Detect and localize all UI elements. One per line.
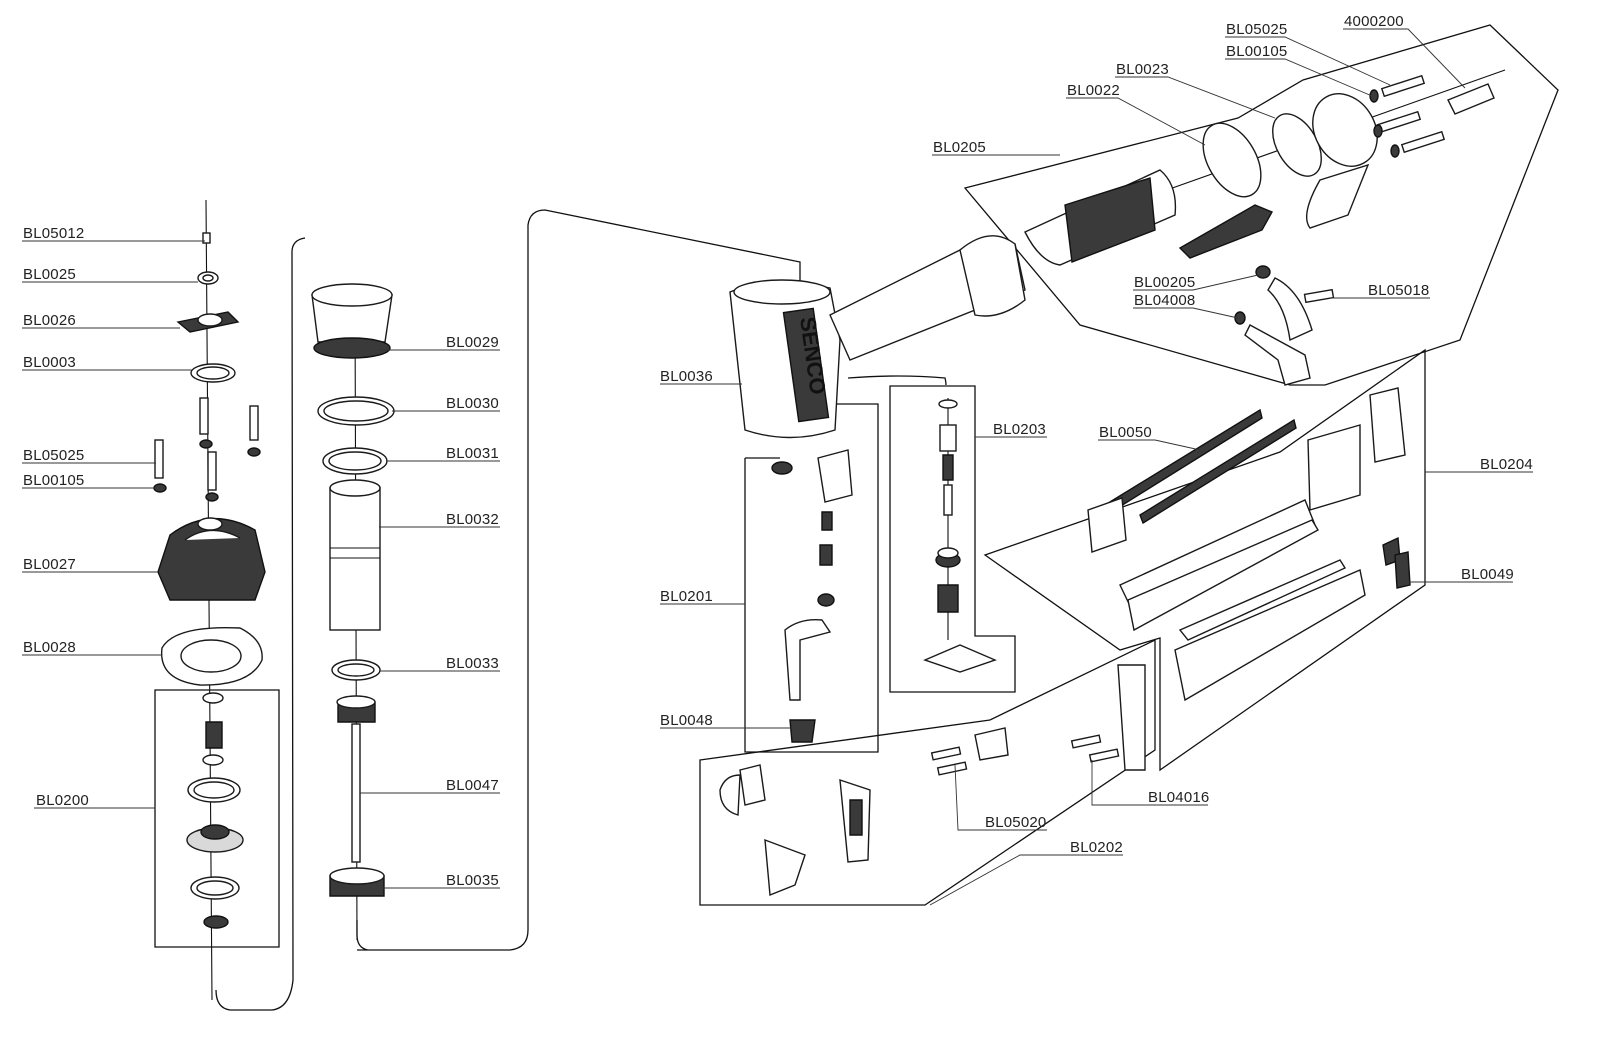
label-bl05025-left: BL05025 — [23, 447, 84, 464]
label-4000200: 4000200 — [1344, 13, 1404, 30]
label-bl0029: BL0029 — [446, 334, 499, 351]
magazine-group-outline — [983, 348, 1426, 772]
label-bl0025: BL0025 — [23, 266, 76, 283]
valve-group-outline — [847, 375, 1016, 693]
label-bl04008: BL04008 — [1134, 292, 1195, 309]
label-bl0050: BL0050 — [1099, 424, 1152, 441]
label-bl0033: BL0033 — [446, 655, 499, 672]
lower-magazine-parts — [719, 664, 1146, 896]
label-bl05020: BL05020 — [985, 814, 1046, 831]
label-bl0022: BL0022 — [1067, 82, 1120, 99]
label-bl05018: BL05018 — [1368, 282, 1429, 299]
group-outlines — [154, 24, 1559, 1011]
label-bl0205: BL0205 — [933, 139, 986, 156]
label-bl0204: BL0204 — [1480, 456, 1533, 473]
label-bl0203: BL0203 — [993, 421, 1046, 438]
label-bl05012: BL05012 — [23, 225, 84, 242]
label-bl0032: BL0032 — [446, 511, 499, 528]
label-bl0201: BL0201 — [660, 588, 713, 605]
trigger-group-parts — [784, 449, 853, 743]
magazine-group-parts — [1087, 387, 1411, 702]
label-bl00105-right: BL00105 — [1226, 43, 1287, 60]
handle-assembly-parts — [1024, 74, 1495, 386]
cylinder-stack-outline — [215, 237, 306, 1011]
label-bl0048: BL0048 — [660, 712, 713, 729]
label-bl0023: BL0023 — [1116, 61, 1169, 78]
label-bl0031: BL0031 — [446, 445, 499, 462]
cylinder-stack-parts — [311, 283, 395, 897]
label-bl00105-left: BL00105 — [23, 472, 84, 489]
label-bl05025-right: BL05025 — [1226, 21, 1287, 38]
valve-group-parts — [923, 399, 997, 673]
tool-body: SENCO — [729, 235, 1026, 475]
trigger-group-outline — [744, 403, 879, 753]
lower-magazine-outline — [699, 638, 1156, 906]
label-bl00205: BL00205 — [1134, 274, 1195, 291]
label-bl0003: BL0003 — [23, 354, 76, 371]
cap-stack-outline — [154, 689, 280, 948]
leader-lines — [22, 28, 1533, 906]
label-bl0049: BL0049 — [1461, 566, 1514, 583]
label-bl0030: BL0030 — [446, 395, 499, 412]
part-labels: BL05012 BL0025 BL0026 BL0003 BL05025 BL0… — [23, 13, 1533, 889]
label-bl0026: BL0026 — [23, 312, 76, 329]
handle-assembly-outline — [963, 24, 1559, 386]
label-bl0047: BL0047 — [446, 777, 499, 794]
label-bl04016: BL04016 — [1148, 789, 1209, 806]
label-bl0202: BL0202 — [1070, 839, 1123, 856]
label-bl0027: BL0027 — [23, 556, 76, 573]
label-bl0036: BL0036 — [660, 368, 713, 385]
label-bl0035: BL0035 — [446, 872, 499, 889]
label-bl0200: BL0200 — [36, 792, 89, 809]
label-bl0028: BL0028 — [23, 639, 76, 656]
cap-stack-parts — [153, 232, 266, 929]
